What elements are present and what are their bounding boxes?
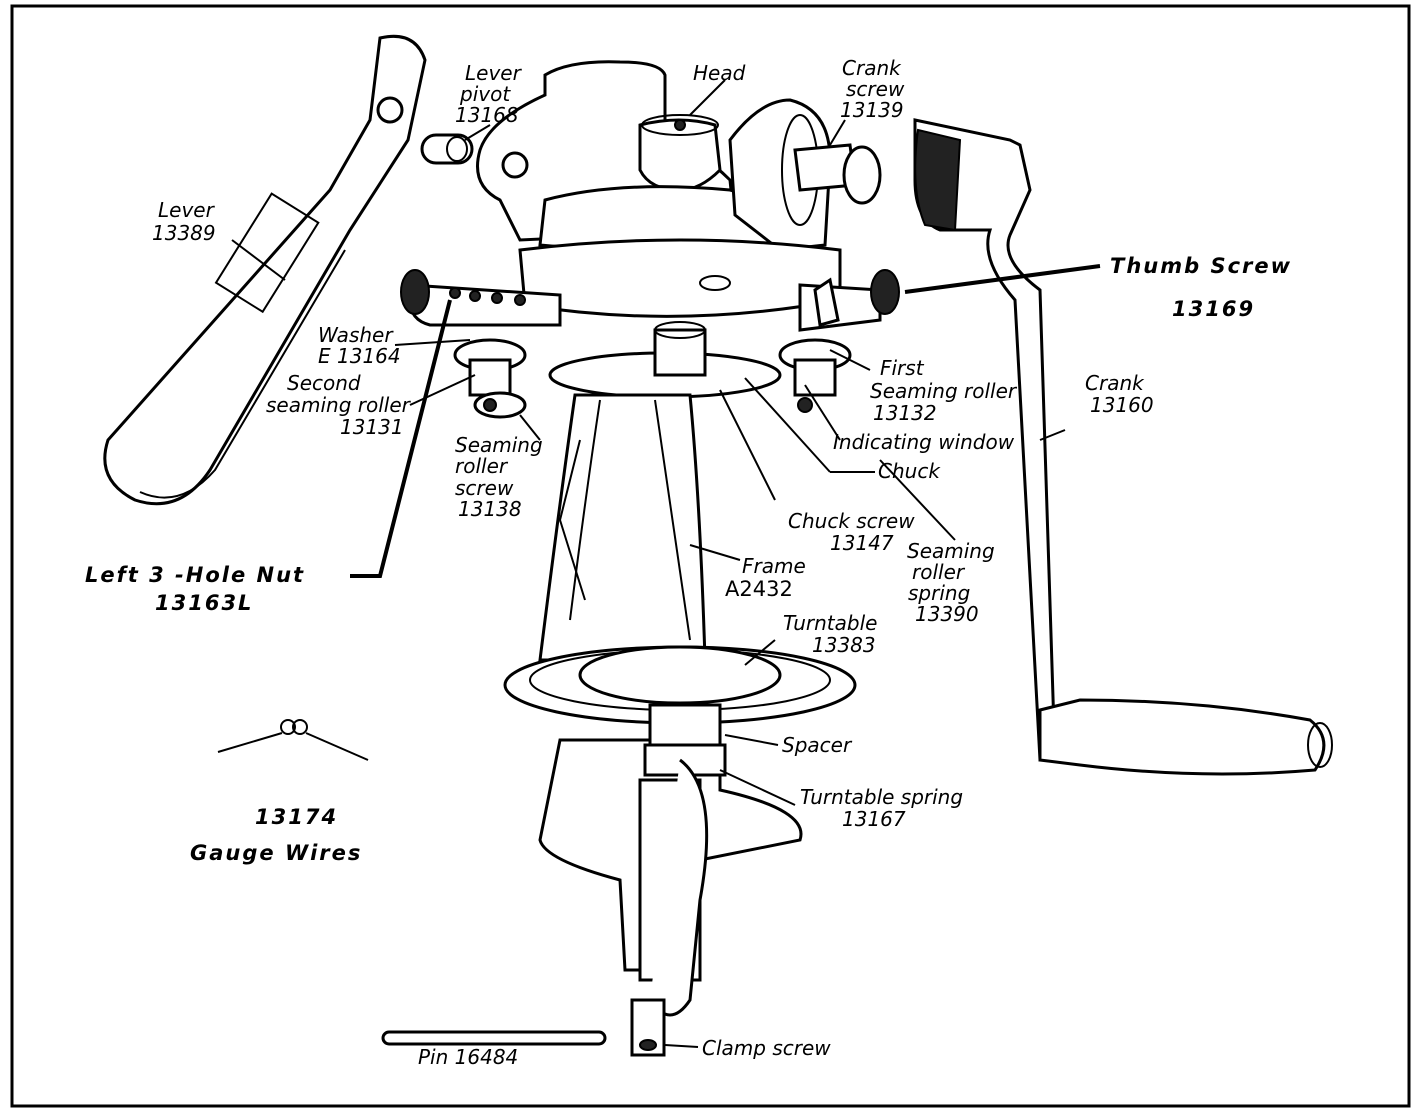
label-crank-2: 13160 bbox=[1090, 393, 1154, 417]
label-roller-screw-2: roller bbox=[455, 454, 509, 478]
label-roller-spring-4: 13390 bbox=[915, 602, 979, 626]
label-pivot-2: pivot bbox=[459, 82, 511, 106]
gauge-wires-part bbox=[217, 719, 369, 761]
label-crank-screw-3: 13139 bbox=[840, 98, 904, 122]
arm-part bbox=[400, 269, 900, 332]
label-clamp-screw: Clamp screw bbox=[702, 1036, 831, 1060]
label-turntable-1: Turntable bbox=[783, 611, 877, 635]
pin-part bbox=[381, 1030, 607, 1046]
label-second-roller-2: seaming roller bbox=[266, 393, 412, 417]
label-turntable-spring-1: Turntable spring bbox=[800, 785, 963, 809]
label-roller-screw-3: screw bbox=[455, 476, 514, 500]
label-frame-1: Frame bbox=[742, 554, 806, 578]
label-crank-screw-1: Crank bbox=[842, 56, 902, 80]
label-roller-spring-1: Seaming bbox=[907, 539, 995, 563]
label-lever-num: 13389 bbox=[152, 221, 216, 245]
label-washer-2: E 13164 bbox=[318, 344, 401, 368]
label-second-roller-3: 13131 bbox=[340, 415, 404, 439]
machine-drawing bbox=[103, 34, 1333, 1057]
lever-part bbox=[103, 34, 427, 506]
label-first-roller-3: 13132 bbox=[873, 401, 937, 425]
label-left-nut-2: 13163L bbox=[155, 591, 253, 615]
label-head: Head bbox=[693, 61, 746, 85]
lower-assembly bbox=[538, 703, 803, 1057]
page-border bbox=[10, 4, 1411, 1108]
labels: Lever 13389 Lever pivot 13168 Head Crank… bbox=[85, 56, 1292, 1069]
label-second-roller-1: Second bbox=[287, 371, 361, 395]
frame-part bbox=[538, 393, 707, 662]
chuck-part bbox=[548, 321, 782, 399]
label-gauge-wires-1: 13174 bbox=[255, 805, 338, 829]
label-first-roller-2: Seaming roller bbox=[870, 379, 1018, 403]
label-roller-spring-2: roller bbox=[912, 560, 966, 584]
label-thumb-screw-2: 13169 bbox=[1172, 297, 1255, 321]
label-pin: Pin 16484 bbox=[418, 1045, 518, 1069]
lever-pivot-part bbox=[420, 133, 474, 165]
label-roller-spring-3: spring bbox=[908, 581, 970, 605]
crank-part bbox=[913, 118, 1333, 776]
label-turntable-2: 13383 bbox=[812, 633, 876, 657]
label-first-roller-1: First bbox=[880, 356, 925, 380]
label-pivot-1: Lever bbox=[465, 61, 523, 85]
label-chuck: Chuck bbox=[878, 459, 941, 483]
label-chuck-screw-2: 13147 bbox=[830, 531, 894, 555]
label-spacer: Spacer bbox=[782, 733, 853, 757]
label-lever-name: Lever bbox=[158, 198, 216, 222]
label-turntable-spring-2: 13167 bbox=[842, 807, 906, 831]
label-chuck-screw-1: Chuck screw bbox=[788, 509, 915, 533]
label-crank-1: Crank bbox=[1085, 371, 1145, 395]
seaming-rollers bbox=[453, 338, 852, 419]
label-left-nut-1: Left 3 -Hole Nut bbox=[85, 563, 305, 587]
label-crank-screw-2: screw bbox=[846, 77, 905, 101]
label-frame-2: A2432 bbox=[725, 577, 793, 601]
label-roller-screw-1: Seaming bbox=[455, 433, 543, 457]
label-indicating-window: Indicating window bbox=[833, 430, 1015, 454]
head-part bbox=[476, 60, 882, 318]
label-gauge-wires-2: Gauge Wires bbox=[190, 841, 362, 865]
label-pivot-3: 13168 bbox=[455, 103, 519, 127]
label-roller-screw-4: 13138 bbox=[458, 497, 522, 521]
label-washer-1: Washer bbox=[318, 323, 394, 347]
label-thumb-screw-1: Thumb Screw bbox=[1110, 254, 1292, 278]
leader-lines bbox=[231, 79, 1101, 1048]
